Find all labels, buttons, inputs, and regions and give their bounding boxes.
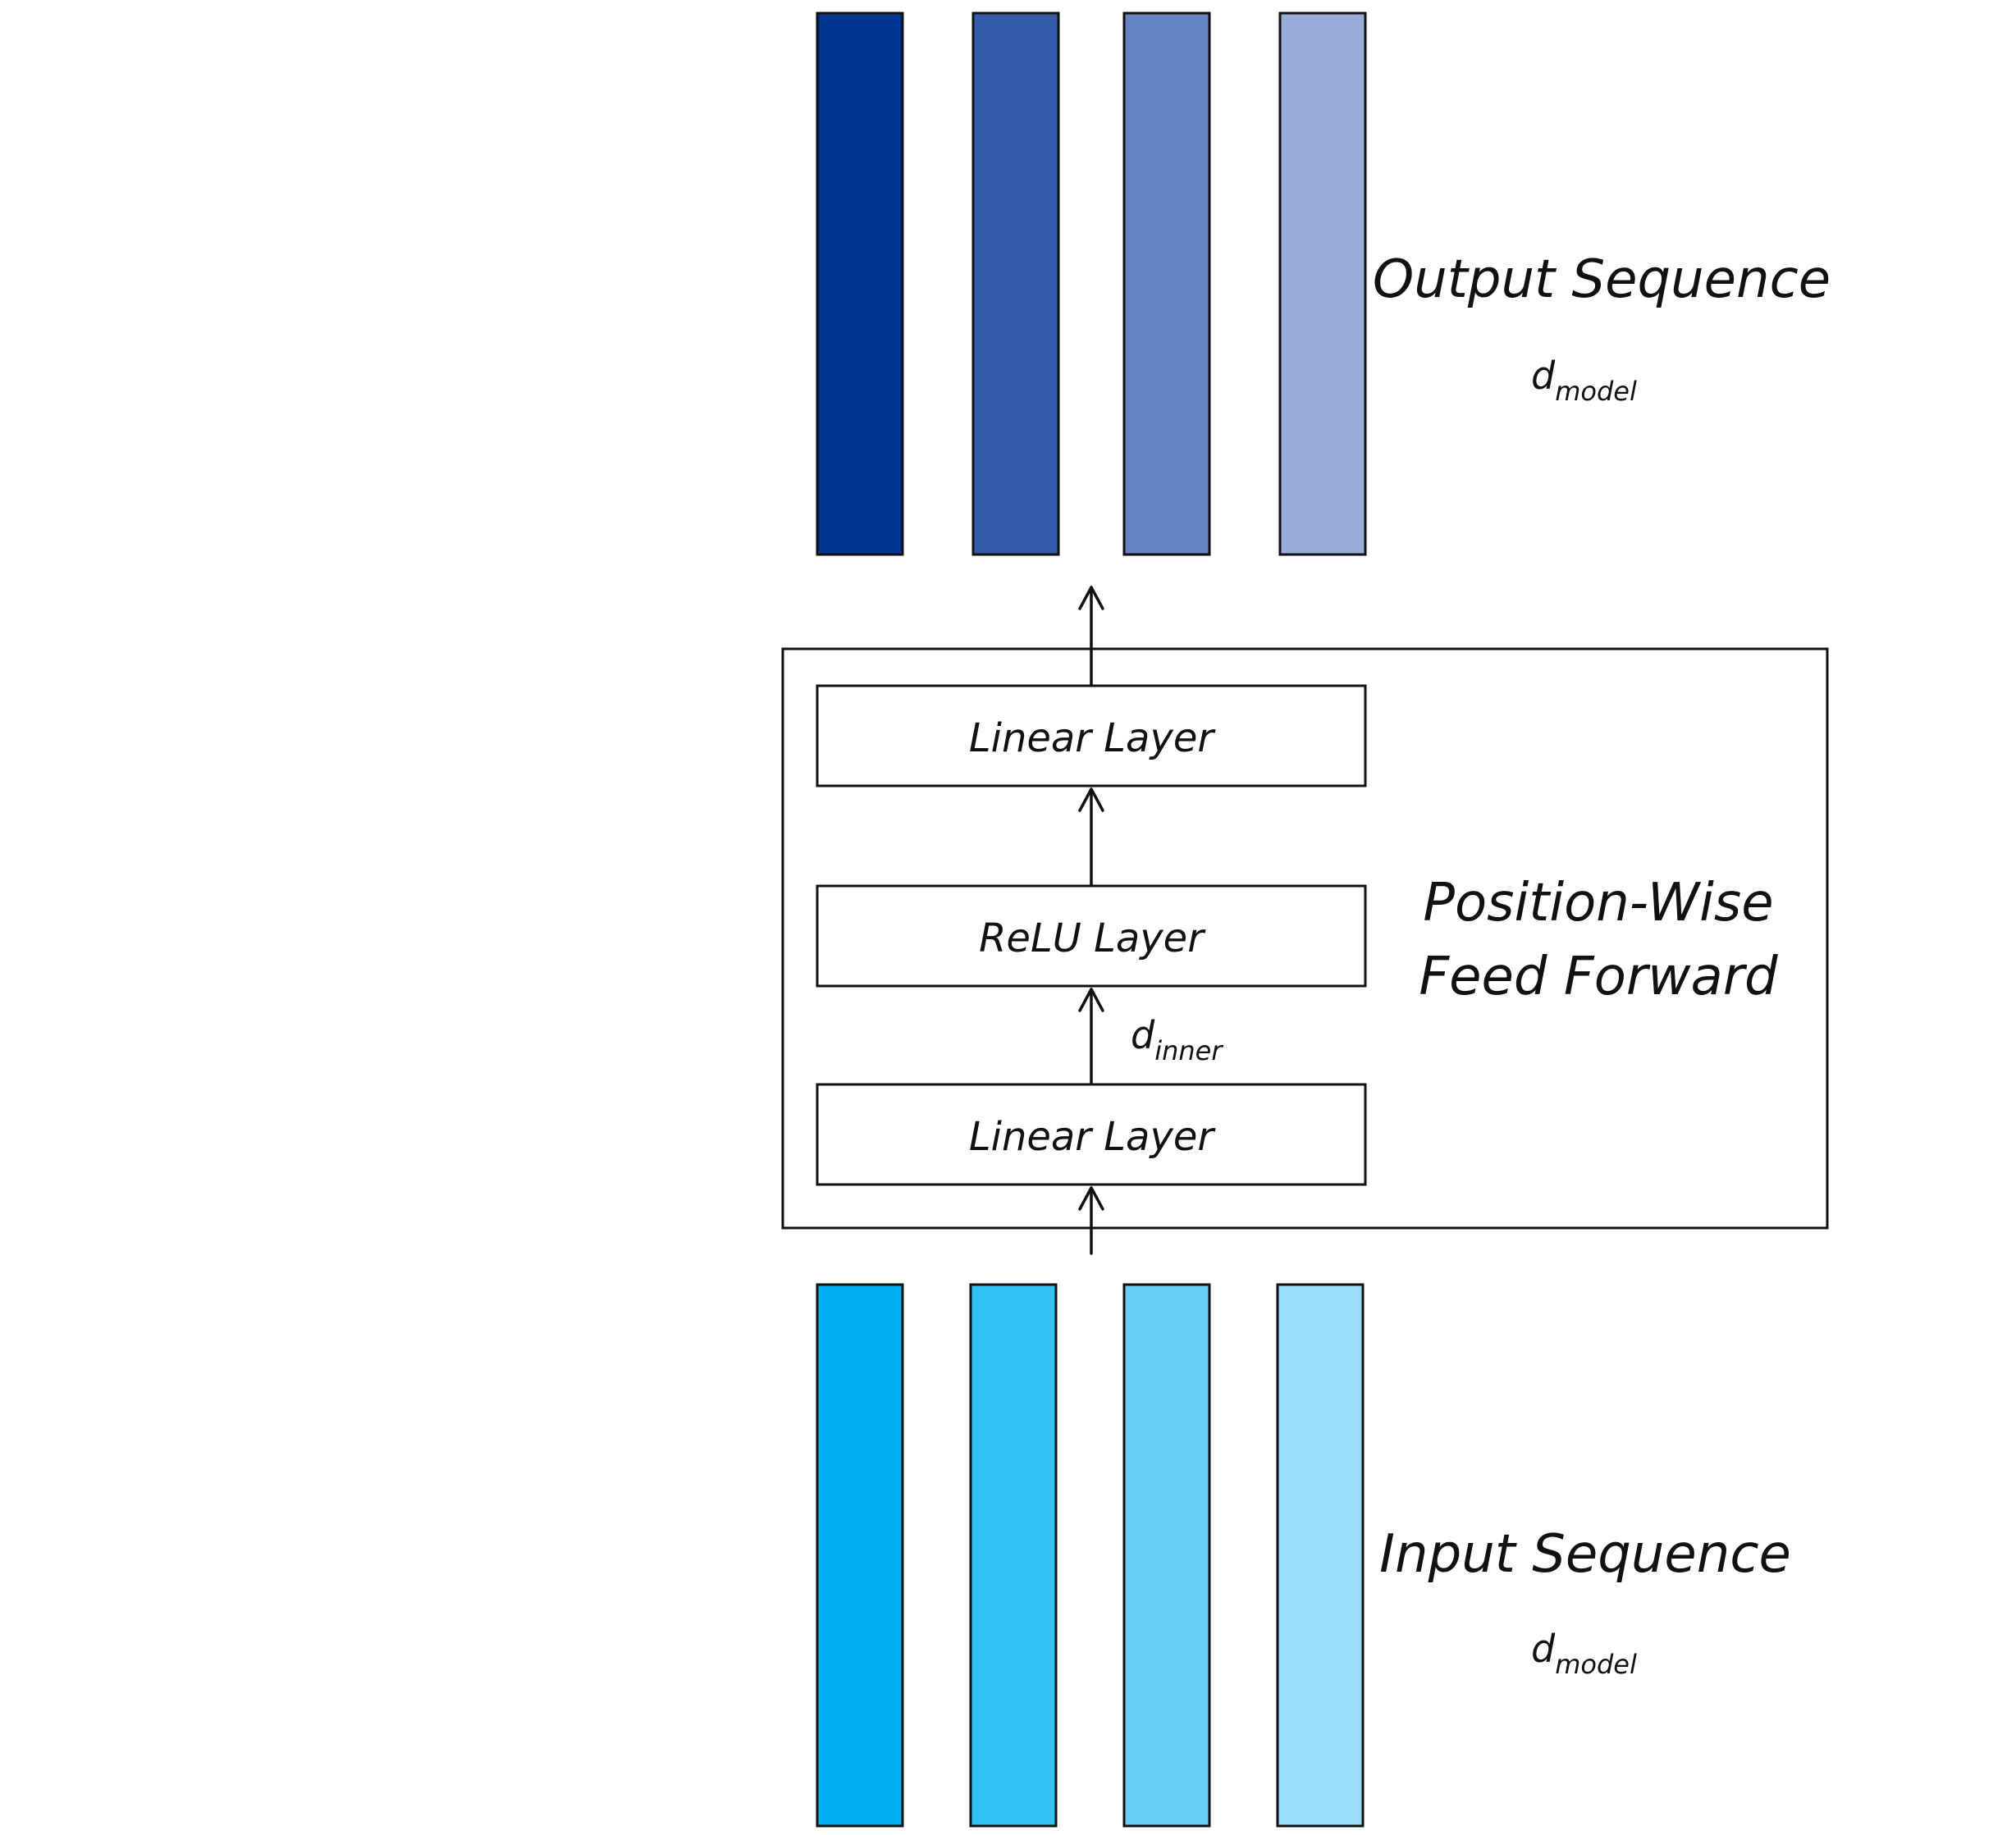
- output-vector-4: [1278, 11, 1367, 556]
- inner-dim-label: dinner: [1131, 1013, 1223, 1066]
- output-sequence-label: Output Sequence: [1373, 249, 1831, 310]
- input-dim-sub: model: [1555, 1649, 1637, 1680]
- feed-forward-block: [781, 647, 1829, 1230]
- output-dim-main: d: [1531, 354, 1556, 398]
- output-vector-3: [1122, 11, 1211, 556]
- inner-dim-main: d: [1131, 1013, 1155, 1057]
- arrow-linear-to-relu: [1078, 988, 1104, 1086]
- inner-dim-sub: inner: [1154, 1035, 1223, 1066]
- output-vector-1: [816, 11, 904, 556]
- linear-layer-top: [816, 684, 1367, 787]
- input-sequence-label: Input Sequence: [1379, 1524, 1791, 1585]
- output-vector-2: [971, 11, 1060, 556]
- input-dim-label: dmodel: [1531, 1627, 1637, 1680]
- arrow-to-output: [1078, 586, 1104, 687]
- feed-forward-title-line2: Feed Forward: [1419, 947, 1778, 1007]
- feed-forward-title-line1: Position-Wise: [1423, 873, 1773, 933]
- arrow-relu-to-linear: [1078, 787, 1104, 888]
- relu-layer-label: ReLU Layer: [979, 915, 1206, 961]
- input-vector-1: [816, 1283, 904, 1828]
- input-vector-4: [1276, 1283, 1365, 1828]
- output-dim-label: dmodel: [1531, 354, 1637, 407]
- arrow-input-to-linear: [1078, 1186, 1104, 1255]
- input-sequence-vectors: [816, 1283, 1365, 1828]
- input-vector-2: [969, 1283, 1058, 1828]
- output-sequence-vectors: [816, 11, 1367, 556]
- input-dim-main: d: [1531, 1627, 1556, 1671]
- output-dim-sub: model: [1555, 376, 1637, 407]
- linear-layer-bottom: [816, 1083, 1367, 1186]
- input-vector-3: [1122, 1283, 1211, 1828]
- linear-layer-top-label: Linear Layer: [969, 715, 1217, 761]
- linear-layer-bottom-label: Linear Layer: [969, 1114, 1217, 1160]
- relu-layer: [816, 884, 1367, 988]
